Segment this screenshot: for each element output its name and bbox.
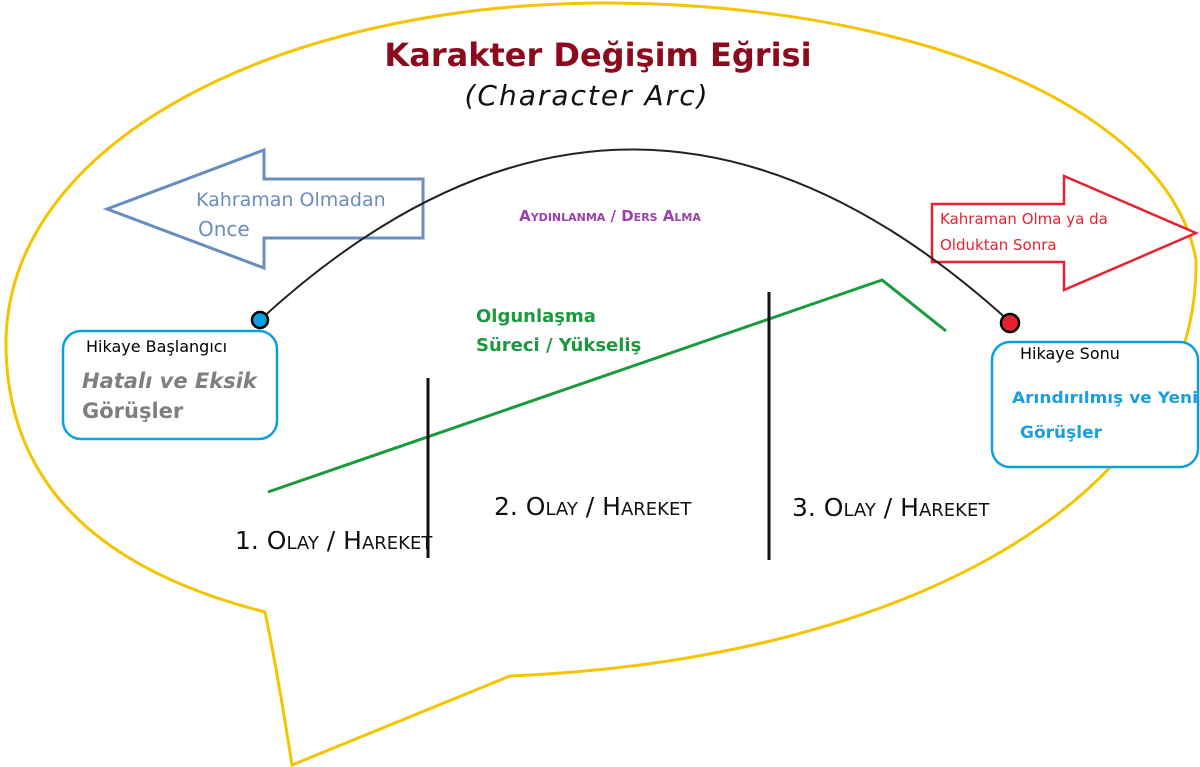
start-point <box>250 310 270 330</box>
diagram-subtitle: (Character Arc) <box>464 79 709 112</box>
story-end-box <box>990 340 1200 469</box>
story-start-line2: Görüşler <box>82 399 184 423</box>
diagram-title: Karakter Değişim Eğrisi <box>384 36 811 74</box>
character-arc-curve <box>259 148 1011 323</box>
act-1-label: 1. Olay / Hareket <box>235 526 433 555</box>
story-end-line1: Arındırılmış ve Yeni <box>1012 388 1198 407</box>
story-start-line1: Hatalı ve Eksik <box>82 369 259 393</box>
before-arrow-line1: Kahraman Olmadan <box>196 189 386 211</box>
growth-label-line1: Olgunlaşma <box>476 306 596 327</box>
after-arrow-line1: Kahraman Olma ya da <box>940 210 1108 228</box>
act-3-label: 3. Olay / Hareket <box>792 493 990 522</box>
end-point <box>999 312 1021 334</box>
speech-bubble <box>4 1 1198 767</box>
growth-line <box>267 278 947 494</box>
act-2-label: 2. Olay / Hareket <box>494 492 692 521</box>
growth-label-line2: Süreci / Yükseliş <box>476 335 641 356</box>
before-arrow-line2: Once <box>198 217 250 241</box>
story-end-heading: Hikaye Sonu <box>1020 344 1120 363</box>
story-end-line2: Görüşler <box>1020 423 1103 443</box>
after-arrow-line2: Olduktan Sonra <box>940 236 1057 254</box>
after-arrow <box>930 174 1200 292</box>
arc-label: Aydınlanma / Ders Alma <box>519 207 701 225</box>
story-start-box <box>61 329 279 441</box>
before-arrow <box>102 147 425 271</box>
story-start-heading: Hikaye Başlangıcı <box>86 337 227 356</box>
